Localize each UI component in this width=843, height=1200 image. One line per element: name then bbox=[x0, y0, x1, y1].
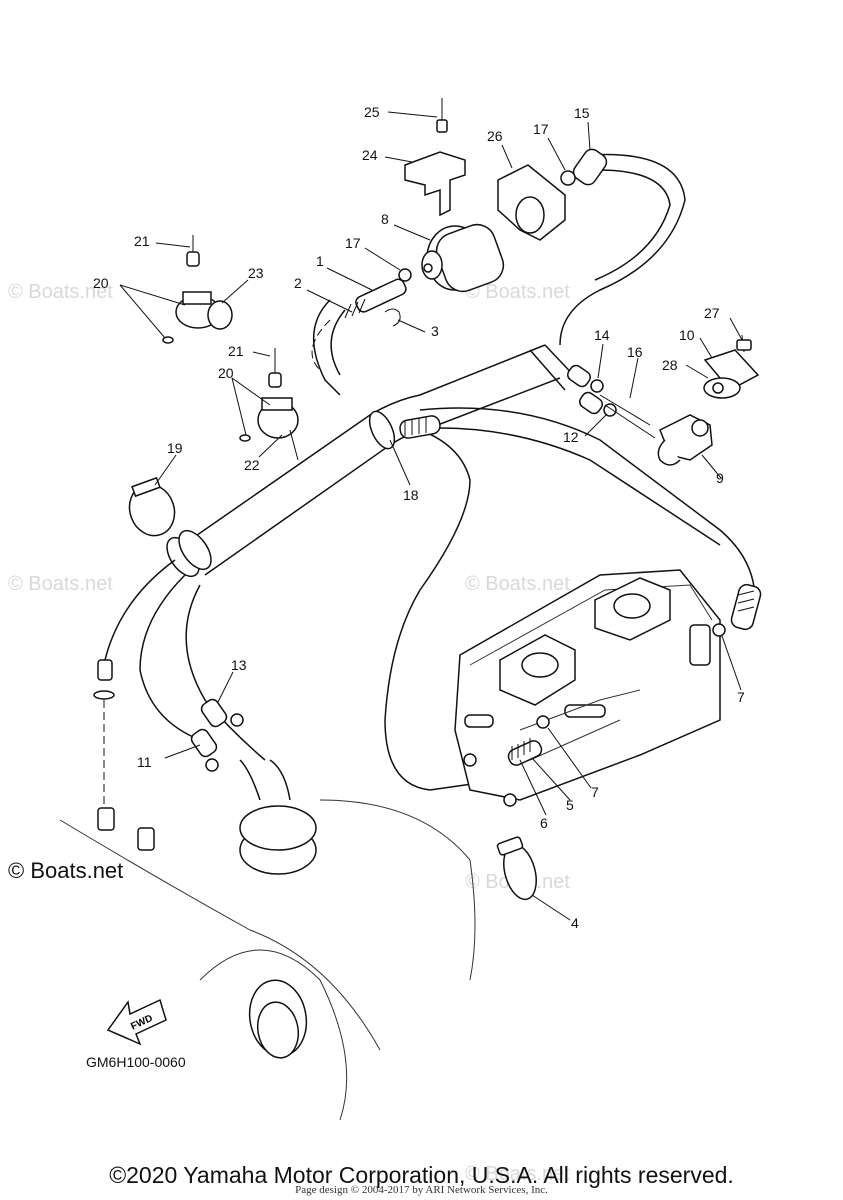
part-19-clamp bbox=[128, 476, 176, 537]
callout-7a: 7 bbox=[737, 689, 745, 705]
callout-20a: 20 bbox=[93, 275, 109, 291]
fuel-tank bbox=[59, 759, 476, 1121]
callout-3: 3 bbox=[431, 323, 439, 339]
watermark-4: © Boats.net bbox=[465, 573, 570, 595]
diagram-code: GM6H100-0060 bbox=[86, 1054, 186, 1070]
hoses bbox=[103, 153, 756, 810]
callout-11: 11 bbox=[137, 754, 152, 770]
part-4-clamp bbox=[496, 836, 537, 901]
callout-15: 15 bbox=[574, 105, 590, 121]
callout-12: 12 bbox=[563, 429, 579, 445]
part-1-2-hose bbox=[344, 278, 407, 319]
fwd-arrow: FWD bbox=[106, 998, 167, 1046]
callout-28: 28 bbox=[662, 357, 678, 373]
callout-26: 26 bbox=[487, 128, 503, 144]
page-design-text: Page design © 2004-2017 by ARI Network S… bbox=[295, 1184, 548, 1196]
callout-5: 5 bbox=[566, 797, 574, 813]
watermark-6: © Boats.net bbox=[465, 1163, 570, 1185]
callout-9: 9 bbox=[716, 470, 724, 486]
part-26-bracket bbox=[497, 164, 566, 241]
callout-17a: 17 bbox=[533, 121, 549, 137]
callout-10: 10 bbox=[679, 327, 695, 343]
watermark-2: © Boats.net bbox=[465, 281, 570, 303]
callout-27: 27 bbox=[704, 305, 720, 321]
callouts: 25 24 26 17 15 8 17 1 2 3 21 20 23 21 20… bbox=[93, 104, 745, 931]
callout-21a: 21 bbox=[134, 233, 150, 249]
brand-label: © Boats.net bbox=[8, 858, 124, 883]
callout-17b: 17 bbox=[345, 235, 361, 251]
copyright-text: ©2020 Yamaha Motor Corporation, U.S.A. A… bbox=[109, 1162, 734, 1188]
callout-6: 6 bbox=[540, 815, 548, 831]
carburetor-assembly bbox=[454, 569, 721, 807]
callout-2: 2 bbox=[294, 275, 302, 291]
callout-25: 25 bbox=[364, 104, 380, 120]
callout-20b: 20 bbox=[218, 365, 234, 381]
callout-13: 13 bbox=[231, 657, 247, 673]
callout-16: 16 bbox=[627, 344, 643, 360]
callout-14: 14 bbox=[594, 327, 610, 343]
main-hose bbox=[166, 344, 581, 578]
callout-23: 23 bbox=[248, 265, 264, 281]
part-24-stay bbox=[404, 151, 466, 217]
part-11-13-hose-ends bbox=[93, 659, 244, 772]
callout-18: 18 bbox=[403, 487, 419, 503]
part-15-17 bbox=[384, 148, 608, 327]
part-20-21-23-upper bbox=[162, 235, 233, 344]
part-20-21-22-lower bbox=[239, 348, 299, 461]
callout-19: 19 bbox=[167, 440, 183, 456]
callout-24: 24 bbox=[362, 147, 378, 163]
watermark-1: © Boats.net bbox=[8, 281, 113, 303]
watermarks: © Boats.net © Boats.net © Boats.net © Bo… bbox=[8, 281, 570, 1185]
callout-1: 1 bbox=[316, 253, 324, 269]
part-9-valve-assembly bbox=[567, 334, 760, 466]
part-8-fuel-filter bbox=[421, 223, 505, 293]
callout-4: 4 bbox=[571, 915, 579, 931]
callout-8: 8 bbox=[381, 211, 389, 227]
part-25-bolt bbox=[436, 98, 448, 133]
callout-7b: 7 bbox=[591, 784, 599, 800]
part-5-6-7 bbox=[507, 583, 762, 766]
callout-22: 22 bbox=[244, 457, 260, 473]
watermark-3: © Boats.net bbox=[8, 573, 113, 595]
part-18-joint bbox=[399, 415, 441, 439]
leader-lines bbox=[119, 111, 743, 921]
callout-21b: 21 bbox=[228, 343, 244, 359]
